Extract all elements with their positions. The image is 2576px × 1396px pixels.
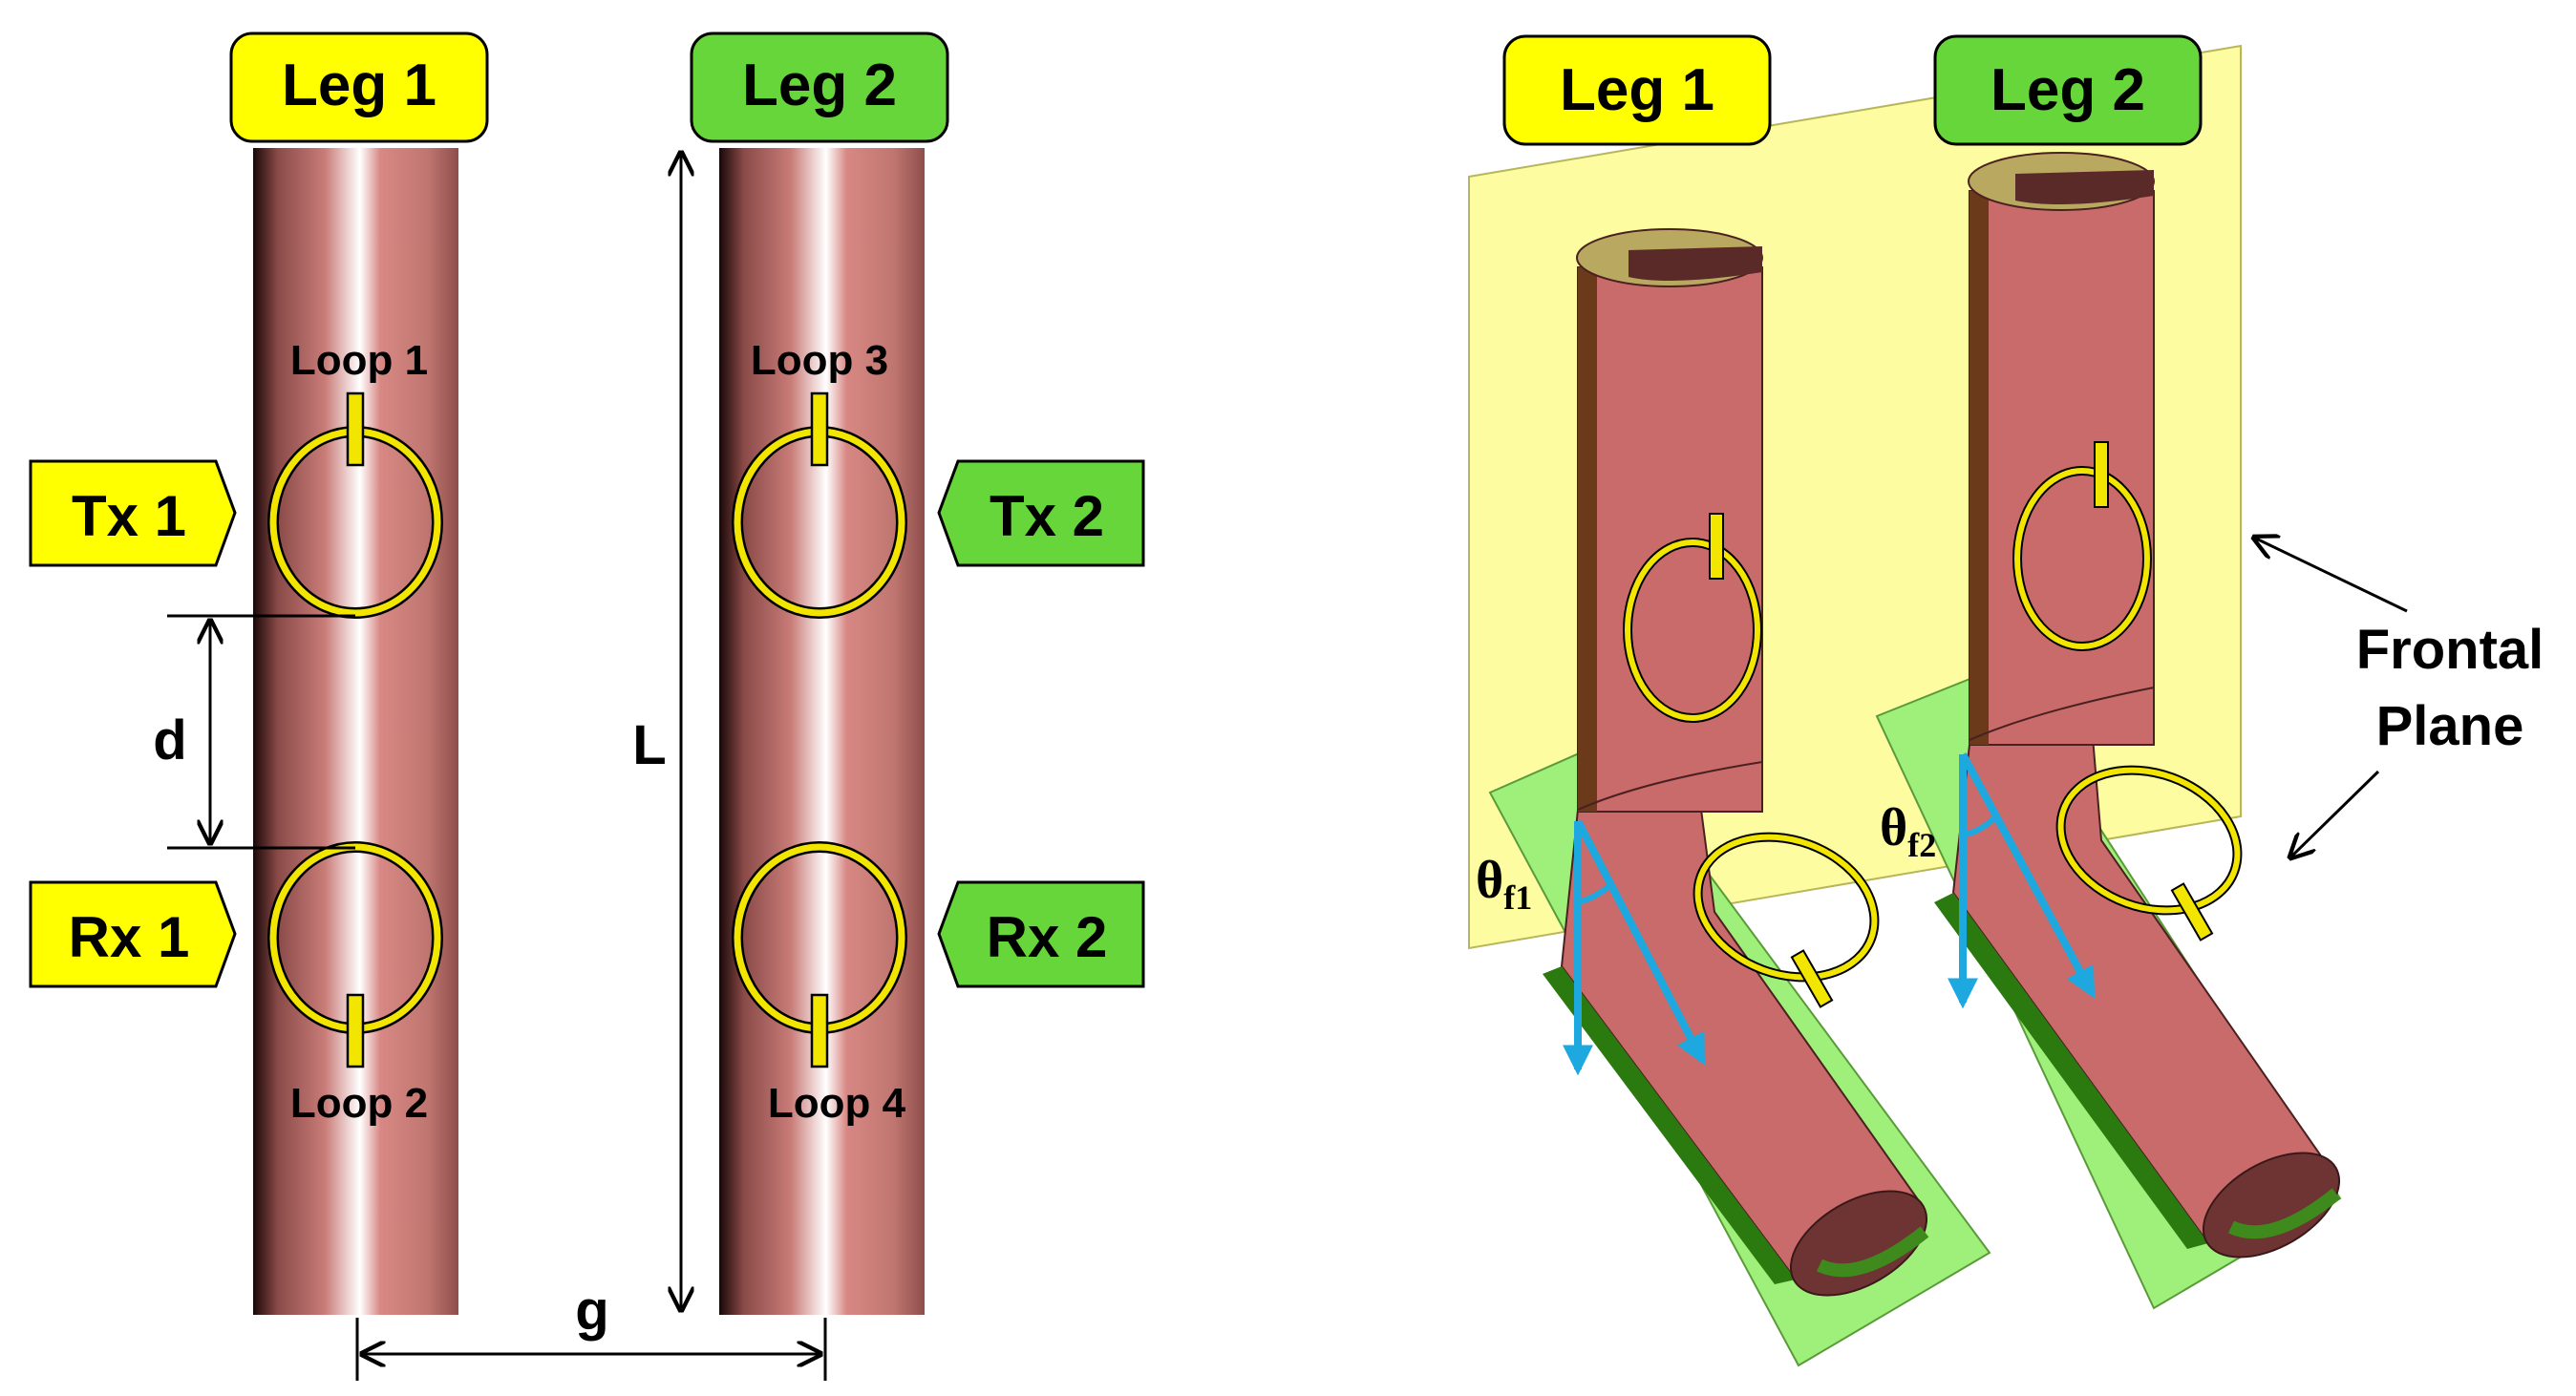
leg1-cylinder [253, 148, 458, 1315]
svg-text:g: g [575, 1280, 608, 1342]
loop3-label: Loop 3 [751, 337, 888, 384]
frontal-plane-arrow-up [2254, 538, 2408, 613]
tx1-tag: Tx 1 [29, 459, 237, 567]
loop1-3d [1623, 513, 1762, 723]
angle-arrows-leg1 [1563, 819, 1706, 1076]
loop2-label: Loop 2 [290, 1080, 428, 1127]
svg-text:Rx 2: Rx 2 [987, 905, 1108, 969]
loop4-label: Loop 4 [768, 1080, 906, 1127]
angle-arrows-leg2 [1948, 752, 2096, 1009]
leg2-cylinder [719, 148, 925, 1315]
frontal-plane-arrow-down [2290, 770, 2380, 857]
loop2-3d [1692, 832, 1880, 1008]
leg1-tag: Leg 1 [229, 32, 489, 143]
svg-text:Tx 1: Tx 1 [72, 484, 186, 548]
leg1-3d [1543, 228, 1929, 1297]
rx1-tag: Rx 1 [29, 880, 237, 988]
theta-f2-label: θf2 [1880, 798, 1936, 864]
svg-text:Leg 2: Leg 2 [1991, 57, 2145, 123]
svg-text:Leg 2: Leg 2 [742, 53, 897, 118]
svg-text:Tx 2: Tx 2 [990, 484, 1104, 548]
loop1-antenna [267, 391, 443, 619]
svg-text:Rx 1: Rx 1 [69, 905, 190, 969]
svg-text:Frontal: Frontal [2356, 619, 2544, 681]
dimension-d: d [153, 614, 355, 850]
theta-f1-label: θf1 [1476, 851, 1532, 917]
svg-text:d: d [153, 709, 186, 772]
frontal-plane-label: Frontal Plane [2356, 619, 2544, 757]
loop3-3d [2012, 441, 2152, 651]
right-panel: θf1 θf2 Leg 1 Leg 2 Frontal Plane [1468, 34, 2544, 1367]
leg2-tag-3d: Leg 2 [1933, 34, 2203, 146]
loop3-antenna [732, 391, 907, 619]
svg-text:Plane: Plane [2376, 695, 2524, 757]
loop1-label: Loop 1 [290, 337, 428, 384]
leg1-tag-3d: Leg 1 [1502, 34, 1772, 146]
tx2-tag: Tx 2 [937, 459, 1145, 567]
leg2-3d [1934, 152, 2341, 1259]
loop4-3d [2055, 765, 2243, 941]
svg-text:Leg 1: Leg 1 [282, 53, 436, 118]
rx2-tag: Rx 2 [937, 880, 1145, 988]
dimension-g: g [355, 1280, 827, 1381]
svg-text:L: L [632, 714, 666, 776]
dimension-L: L [632, 153, 681, 1310]
leg2-tag: Leg 2 [690, 32, 949, 143]
left-panel: Leg 1 Leg 2 Loop 1 Loop [29, 32, 1145, 1381]
loop4-antenna [732, 841, 907, 1068]
svg-text:Leg 1: Leg 1 [1560, 57, 1714, 123]
